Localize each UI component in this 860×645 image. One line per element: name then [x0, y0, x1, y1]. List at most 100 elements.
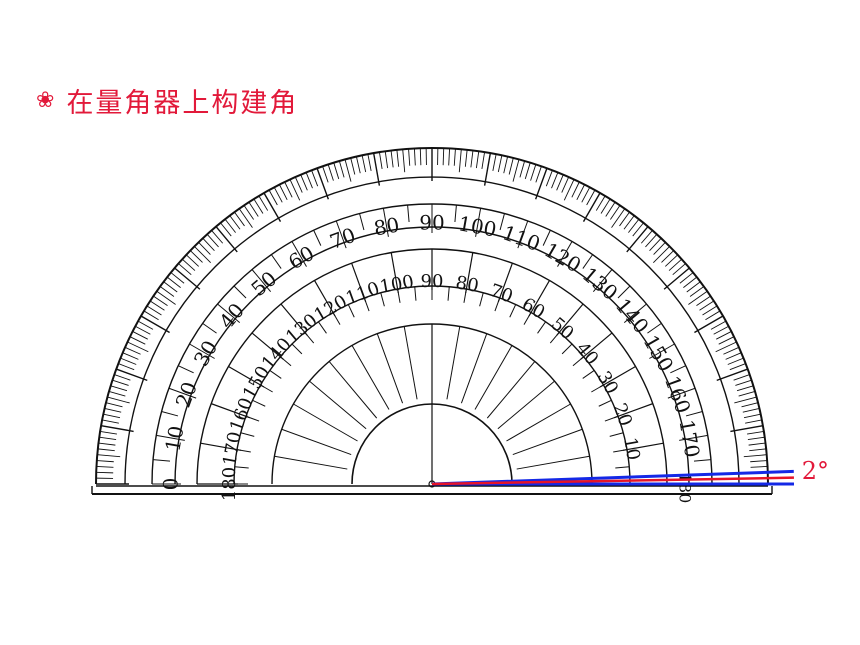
- protractor-tick: [363, 297, 370, 312]
- protractor-tick: [263, 192, 282, 222]
- protractor-spoke: [497, 380, 555, 430]
- protractor-tick: [252, 399, 266, 407]
- protractor-tick: [649, 237, 662, 252]
- protractor-tick: [619, 211, 630, 227]
- protractor-tick: [699, 300, 715, 311]
- protractor-tick: [610, 205, 621, 220]
- protractor-tick: [524, 162, 531, 180]
- protractor-tick: [537, 321, 546, 334]
- protractor-outer-label: 160: [660, 373, 696, 417]
- protractor-tick: [668, 258, 682, 271]
- protractor-tick: [743, 413, 761, 419]
- protractor-tick: [530, 164, 537, 181]
- protractor-tick: [245, 415, 260, 422]
- protractor-tick: [534, 168, 548, 200]
- protractor-tick: [99, 436, 117, 441]
- protractor-tick: [96, 471, 114, 474]
- protractor-tick: [350, 157, 356, 175]
- protractor-inner-label: 10: [619, 436, 644, 462]
- protractor-tick: [105, 402, 123, 408]
- protractor-outer-label: 130: [578, 262, 623, 305]
- protractor-tick: [284, 181, 293, 198]
- protractor-inner-label: 60: [518, 294, 548, 324]
- protractor-outer-label: 110: [499, 220, 543, 256]
- protractor-tick: [727, 357, 744, 365]
- protractor-tick: [557, 241, 573, 267]
- protractor-tick: [97, 454, 121, 458]
- protractor-tick: [114, 374, 131, 381]
- protractor-tick: [623, 303, 647, 324]
- protractor-tick: [338, 160, 345, 178]
- protractor-tick: [260, 384, 273, 393]
- protractor-tick: [316, 168, 330, 200]
- protractor-tick: [413, 148, 416, 166]
- protractor-inner-label: 40: [572, 338, 603, 369]
- protractor-spoke: [351, 345, 390, 410]
- flower-icon: ❀: [36, 87, 57, 113]
- protractor-tick: [273, 187, 283, 203]
- protractor-tick: [667, 387, 696, 399]
- protractor-tick: [729, 363, 746, 371]
- protractor-tick: [210, 403, 250, 419]
- protractor-tick: [137, 320, 154, 330]
- protractor-tick: [582, 254, 594, 269]
- protractor-tick: [120, 357, 137, 365]
- protractor-tick: [645, 234, 658, 248]
- protractor-tick: [305, 172, 313, 189]
- protractor-tick: [448, 148, 451, 166]
- protractor-tick: [194, 246, 211, 263]
- protractor-tick: [98, 442, 116, 446]
- protractor-end-label: 180: [676, 473, 695, 504]
- protractor-tick: [628, 218, 640, 233]
- protractor-tick: [240, 432, 255, 437]
- protractor-spoke: [403, 326, 418, 400]
- protractor-spoke: [512, 428, 583, 456]
- protractor-tick: [508, 157, 514, 175]
- protractor-tick: [613, 449, 628, 453]
- protractor-tick: [463, 288, 467, 303]
- protractor-tick: [576, 184, 585, 200]
- protractor-inner-label: 180: [219, 467, 240, 501]
- protractor-tick: [748, 442, 766, 446]
- protractor-inner-label: 70: [487, 280, 516, 308]
- protractor-tick: [107, 396, 130, 404]
- protractor-tick: [465, 252, 474, 294]
- protractor-tick: [414, 286, 417, 301]
- protractor-tick: [545, 170, 553, 187]
- protractor-tick: [294, 176, 303, 193]
- protractor-tick: [604, 415, 619, 422]
- protractor-tick: [595, 195, 606, 211]
- protractor-tick: [311, 170, 319, 187]
- protractor-tick: [178, 263, 192, 276]
- protractor-tick: [705, 310, 721, 321]
- protractor-tick: [182, 258, 196, 271]
- protractor-tick: [198, 241, 211, 255]
- protractor-tick: [743, 454, 767, 458]
- protractor-tick: [202, 237, 215, 252]
- protractor-tick: [100, 424, 134, 433]
- angle-label: 2°: [802, 457, 829, 485]
- protractor-tick: [229, 215, 241, 230]
- protractor-tick: [730, 424, 764, 433]
- protractor-tick: [146, 305, 162, 316]
- protractor-tick: [718, 336, 735, 345]
- protractor-tick: [127, 341, 149, 353]
- slide-title-text: 在量角器上构建角: [66, 87, 299, 119]
- protractor-tick: [623, 215, 635, 230]
- protractor-tick: [535, 166, 542, 183]
- protractor-tick: [481, 152, 486, 169]
- protractor-tick: [736, 385, 754, 392]
- protractor-tick: [344, 159, 352, 182]
- protractor-tick: [742, 407, 760, 413]
- protractor-tick: [715, 341, 737, 353]
- protractor-tick: [479, 292, 484, 307]
- protractor-tick: [710, 320, 727, 330]
- protractor-tick: [402, 149, 406, 173]
- protractor-tick: [683, 276, 698, 288]
- protractor-tick: [611, 208, 626, 228]
- protractor-tick: [384, 151, 389, 169]
- protractor-tick: [268, 189, 278, 206]
- protractor-tick: [617, 285, 631, 299]
- protractor-tick: [499, 213, 505, 231]
